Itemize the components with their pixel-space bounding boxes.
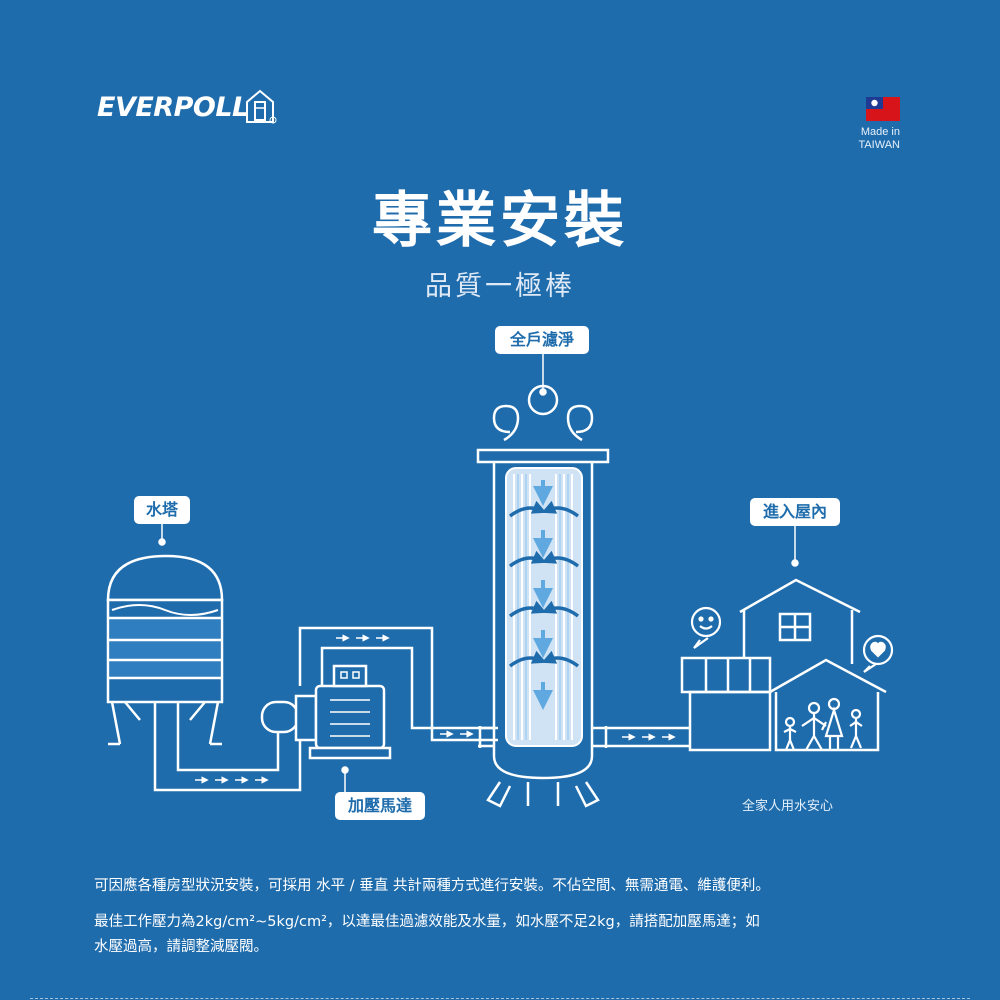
description-line1: 可因應各種房型狀況安裝，可採用 水平 / 垂直 共計兩種方式進行安裝。不佔空間、… bbox=[94, 878, 770, 894]
page-subtitle: 品質一極棒 bbox=[425, 271, 575, 302]
brand-logo: EVERPOLL bbox=[97, 92, 249, 123]
installation-diagram bbox=[106, 354, 894, 808]
house bbox=[680, 578, 887, 752]
description-line3: 水壓過高，請調整減壓閥。 bbox=[94, 939, 268, 955]
made-in-label: Made in TAIWAN bbox=[830, 126, 900, 152]
bottom-divider bbox=[30, 998, 970, 999]
water-tower bbox=[106, 554, 224, 746]
filter-flow-arrows bbox=[508, 500, 580, 668]
house-label: 進入屋內 bbox=[750, 498, 840, 526]
pipe-filter-to-house bbox=[610, 726, 690, 748]
page-title: 專業安裝 bbox=[372, 186, 628, 256]
pipe-tower-to-pump bbox=[153, 702, 302, 792]
taiwan-flag-icon bbox=[866, 97, 900, 121]
description-line2: 最佳工作壓力為2kg/cm²~5kg/cm²，以達最佳過濾效能及水量，如水壓不足… bbox=[94, 914, 760, 930]
label-connectors bbox=[158, 354, 799, 792]
filter-vessel bbox=[476, 384, 610, 808]
filter-label: 全戶濾淨 bbox=[495, 326, 589, 354]
made-in-line2: TAIWAN bbox=[858, 139, 900, 151]
flow-arrows-top bbox=[336, 634, 474, 738]
pressure-pump bbox=[260, 664, 392, 760]
smile-bubble-icon bbox=[690, 606, 722, 649]
tower-label: 水塔 bbox=[134, 496, 190, 524]
heart-bubble-icon bbox=[862, 634, 894, 673]
family-caption: 全家人用水安心 bbox=[742, 799, 834, 814]
house-logo-icon bbox=[246, 89, 277, 124]
family-figures bbox=[783, 697, 863, 751]
pump-label: 加壓馬達 bbox=[335, 792, 425, 820]
pipe-pump-to-filter bbox=[298, 626, 498, 742]
made-in-line1: Made in bbox=[860, 126, 900, 138]
